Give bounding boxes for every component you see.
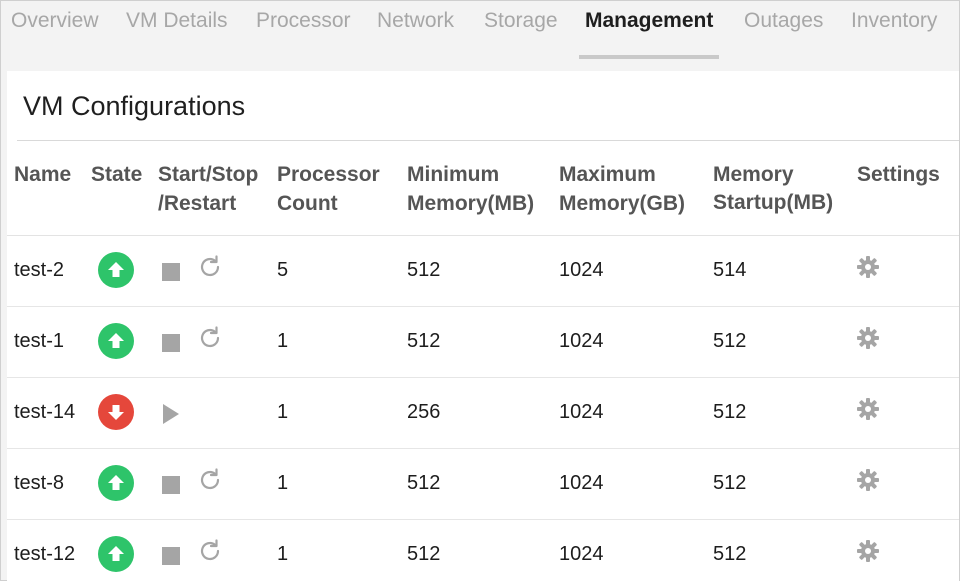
table-row: test-14 1 256 1024 512 — [7, 378, 959, 449]
restart-icon[interactable] — [197, 325, 223, 351]
state-running-indicator — [98, 252, 134, 288]
tab-processor[interactable]: Processor — [256, 9, 351, 32]
column-header-name[interactable]: Name — [14, 163, 72, 186]
column-header-line: Start/Stop — [158, 163, 259, 186]
maximum-memory: 1024 — [559, 259, 604, 281]
maximum-memory: 1024 — [559, 330, 604, 352]
minimum-memory: 256 — [407, 401, 441, 423]
arrow-up-icon — [108, 546, 124, 561]
column-header-line: Processor — [277, 163, 380, 186]
startup-memory: 514 — [713, 259, 747, 281]
processor-count: 1 — [277, 401, 289, 423]
vm-name[interactable]: test-14 — [14, 401, 76, 423]
arrow-up-icon — [108, 475, 124, 490]
tab-network[interactable]: Network — [377, 9, 455, 32]
state-stopped-indicator — [98, 394, 134, 430]
gear-icon[interactable] — [856, 397, 880, 421]
column-header-minimum-memory[interactable]: Minimum Memory(MB) — [407, 160, 534, 218]
vm-name[interactable]: test-1 — [14, 330, 65, 352]
stop-icon[interactable] — [162, 547, 180, 565]
state-running-indicator — [98, 536, 134, 572]
minimum-memory: 512 — [407, 259, 441, 281]
gear-icon[interactable] — [856, 468, 880, 492]
header-divider — [7, 235, 959, 236]
minimum-memory: 512 — [407, 330, 441, 352]
column-header-processor-count[interactable]: Processor Count — [277, 160, 380, 218]
tab-management[interactable]: Management — [578, 1, 720, 59]
processor-count: 1 — [277, 330, 289, 352]
panel-title: VM Configurations — [23, 91, 246, 121]
table-row: test-12 1 512 1024 512 — [7, 520, 959, 581]
column-header-line: Memory — [713, 163, 794, 186]
restart-icon[interactable] — [197, 467, 223, 493]
tab-vm-details[interactable]: VM Details — [126, 9, 228, 32]
arrow-up-icon — [108, 262, 124, 277]
processor-count: 1 — [277, 543, 289, 565]
play-icon[interactable] — [163, 404, 179, 424]
state-running-indicator — [98, 323, 134, 359]
column-header-line: Minimum — [407, 163, 500, 186]
arrow-down-icon — [108, 405, 124, 420]
restart-icon[interactable] — [197, 538, 223, 564]
stop-icon[interactable] — [162, 263, 180, 281]
tab-bar: Overview VM Details Processor Network St… — [1, 1, 959, 59]
gear-icon[interactable] — [856, 326, 880, 350]
vm-configurations-panel: VM Configurations Name State Start/Stop … — [7, 71, 959, 581]
startup-memory: 512 — [713, 401, 747, 423]
column-header-line: /Restart — [158, 192, 237, 215]
minimum-memory: 512 — [407, 543, 441, 565]
maximum-memory: 1024 — [559, 401, 604, 423]
column-header-maximum-memory[interactable]: Maximum Memory(GB) — [559, 160, 685, 218]
column-header-state[interactable]: State — [91, 163, 143, 186]
column-header-memory-startup[interactable]: Memory Startup(MB) — [713, 160, 833, 217]
state-running-indicator — [98, 465, 134, 501]
maximum-memory: 1024 — [559, 472, 604, 494]
processor-count: 1 — [277, 472, 289, 494]
startup-memory: 512 — [713, 543, 747, 565]
restart-icon[interactable] — [197, 254, 223, 280]
gear-icon[interactable] — [856, 255, 880, 279]
startup-memory: 512 — [713, 472, 747, 494]
column-header-line: Count — [277, 192, 338, 215]
table-row: test-8 1 512 1024 512 — [7, 449, 959, 520]
column-header-line: Memory(GB) — [559, 192, 686, 215]
tab-overview[interactable]: Overview — [11, 9, 99, 32]
tab-outages[interactable]: Outages — [744, 9, 824, 32]
column-header-line: Memory(MB) — [407, 192, 535, 215]
startup-memory: 512 — [713, 330, 747, 352]
minimum-memory: 512 — [407, 472, 441, 494]
stop-icon[interactable] — [162, 476, 180, 494]
tab-inventory[interactable]: Inventory — [851, 9, 938, 32]
arrow-up-icon — [108, 333, 124, 348]
title-divider — [17, 140, 959, 141]
column-header-settings: Settings — [857, 163, 940, 186]
vm-name[interactable]: test-8 — [14, 472, 65, 494]
column-header-line: Maximum — [559, 163, 656, 186]
vm-name[interactable]: test-2 — [14, 259, 65, 281]
table-row: test-1 1 512 1024 512 — [7, 307, 959, 378]
column-header-start-stop-restart: Start/Stop /Restart — [158, 160, 258, 218]
processor-count: 5 — [277, 259, 289, 281]
maximum-memory: 1024 — [559, 543, 604, 565]
table-row: test-2 5 512 1024 514 — [7, 236, 959, 307]
vm-name[interactable]: test-12 — [14, 543, 76, 565]
column-header-line: Startup(MB) — [713, 191, 834, 214]
stop-icon[interactable] — [162, 334, 180, 352]
tab-storage[interactable]: Storage — [484, 9, 558, 32]
gear-icon[interactable] — [856, 539, 880, 563]
